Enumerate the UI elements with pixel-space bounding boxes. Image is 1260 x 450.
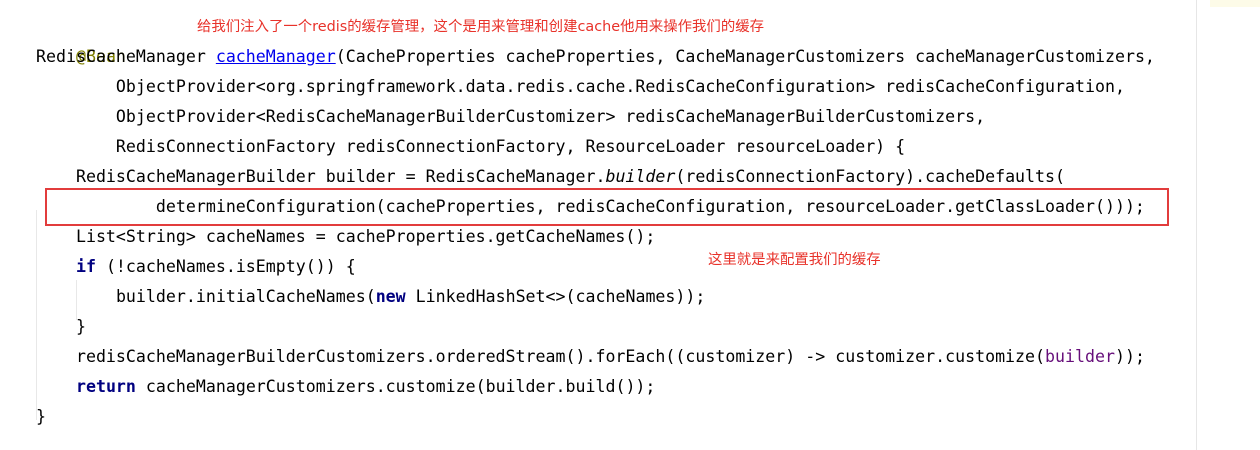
code-line-10: builder.initialCacheNames(new LinkedHash… <box>36 282 705 312</box>
code-text: (redisConnectionFactory).cacheDefaults( <box>675 167 1066 186</box>
indent <box>36 377 76 396</box>
caret-row-highlight <box>1210 0 1260 7</box>
keyword-if: if <box>75 257 96 276</box>
code-text: RedisCacheManagerBuilder builder = Redis… <box>36 167 606 186</box>
indent-guide <box>76 280 77 320</box>
keyword-new: new <box>375 287 406 306</box>
code-line-3: ObjectProvider<org.springframework.data.… <box>36 77 1125 96</box>
annotation-note-top: 给我们注入了一个redis的缓存管理，这个是用来管理和创建cache他用来操作我… <box>197 19 764 35</box>
annotation-note-side: 这里就是来配置我们的缓存 <box>708 252 881 268</box>
method-name-link[interactable]: cacheManager <box>215 47 336 66</box>
code-text: redisCacheManagerBuilderCustomizers.orde… <box>36 347 1046 366</box>
keyword-return: return <box>75 377 136 396</box>
static-method-call: builder <box>605 167 676 186</box>
code-line-14: } <box>36 407 46 426</box>
code-line-1: @Bean <box>36 12 126 66</box>
code-line-5: RedisConnectionFactory redisConnectionFa… <box>36 137 906 156</box>
code-line-4: ObjectProvider<RedisCacheManagerBuilderC… <box>36 107 986 126</box>
code-text: (!cacheNames.isEmpty()) { <box>95 257 356 276</box>
code-line-2: RedisCacheManager cacheManager(CacheProp… <box>36 42 1155 72</box>
code-text: )); <box>1114 347 1145 366</box>
code-line-8: List<String> cacheNames = cachePropertie… <box>36 227 656 246</box>
highlight-box <box>45 188 1169 226</box>
lambda-param: builder <box>1045 347 1115 366</box>
code-text: RedisCacheManager <box>36 47 216 66</box>
code-line-12: redisCacheManagerBuilderCustomizers.orde… <box>36 342 1145 372</box>
code-text: builder.initialCacheNames( <box>115 287 376 306</box>
indent <box>36 257 76 276</box>
code-text: cacheManagerCustomizers.customize(builde… <box>135 377 656 396</box>
code-line-6: RedisCacheManagerBuilder builder = Redis… <box>36 162 1065 192</box>
code-line-7: determineConfiguration(cacheProperties, … <box>36 197 1145 216</box>
code-line-11: } <box>36 317 86 336</box>
code-line-13: return cacheManagerCustomizers.customize… <box>36 372 655 402</box>
indent-guide <box>36 210 37 420</box>
indent <box>36 287 116 306</box>
code-text: LinkedHashSet<>(cacheNames)); <box>405 287 706 306</box>
code-text: (CacheProperties cacheProperties, CacheM… <box>335 47 1155 66</box>
code-line-9: if (!cacheNames.isEmpty()) { <box>36 252 356 282</box>
right-margin-guide <box>1196 0 1197 450</box>
java-annotation: @Bean <box>75 47 126 66</box>
